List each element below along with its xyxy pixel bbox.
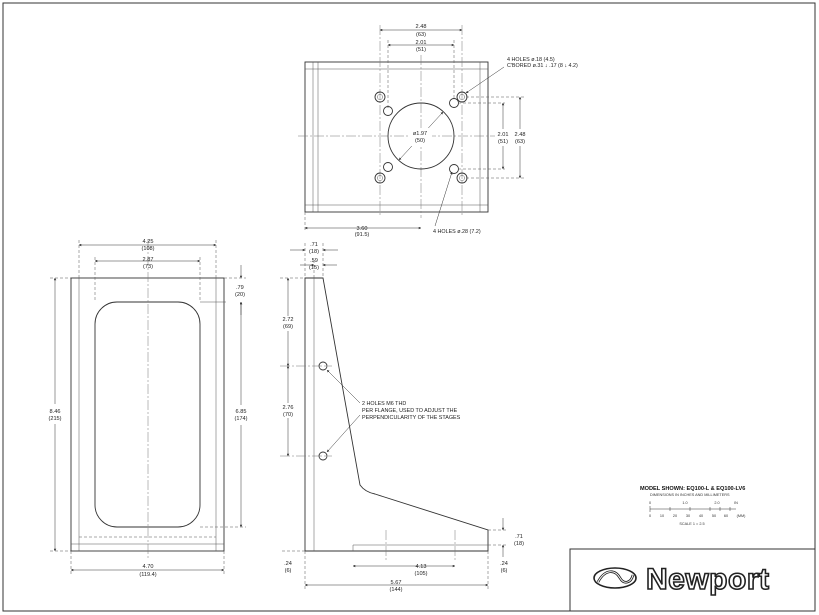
model-subtitle: DIMENSIONS IN INCHES AND MILLIMETERS bbox=[650, 493, 730, 497]
top-v-inner-mm: (51) bbox=[498, 139, 508, 145]
scale-mm-5: 50 bbox=[712, 514, 716, 518]
scale-in-0: 0 bbox=[649, 501, 651, 505]
front-base-width-mm: (119.4) bbox=[139, 572, 156, 578]
front-height-in: 8.46 bbox=[50, 409, 61, 415]
side-hole1-mm: (69) bbox=[283, 324, 293, 330]
top-width-in: 2.48 bbox=[416, 24, 427, 30]
side-slot-mm: (105) bbox=[414, 571, 427, 577]
front-top-margin-in: .79 bbox=[236, 285, 244, 291]
side-foot2-in: .24 bbox=[500, 561, 508, 567]
top-v-inner-in: 2.01 bbox=[498, 132, 509, 138]
flange-dia-label: ø1.97 bbox=[413, 131, 427, 137]
top-v-outer-mm: (63) bbox=[515, 139, 525, 145]
newport-swoosh-icon bbox=[593, 567, 637, 589]
top-offset-in: 3.60 bbox=[357, 226, 368, 232]
m6-note-line3: PERPENDICULARITY OF THE STAGES bbox=[362, 415, 461, 421]
scale-mm-2: 20 bbox=[673, 514, 677, 518]
side-pitch-in: 2.76 bbox=[283, 405, 294, 411]
scale-mm-0: 0 bbox=[649, 514, 651, 518]
scale-ruler bbox=[649, 506, 731, 512]
top-offset-mm: (91.5) bbox=[355, 232, 370, 238]
side-thick-mm: (18) bbox=[309, 249, 319, 255]
scale-mm-6: 60 bbox=[724, 514, 728, 518]
flange-bore bbox=[387, 102, 455, 170]
model-title: MODEL SHOWN: EQ100-L & EQ100-LV6 bbox=[640, 486, 745, 492]
model-block: MODEL SHOWN: EQ100-L & EQ100-LV6 DIMENSI… bbox=[640, 486, 746, 526]
side-depth-in: 5.67 bbox=[391, 580, 402, 586]
side-pitch-mm: (70) bbox=[283, 412, 293, 418]
scale-label: SCALE 1 = 2.5 bbox=[679, 522, 704, 526]
front-base-width-in: 4.70 bbox=[143, 564, 154, 570]
side-hole1-in: 2.72 bbox=[283, 317, 294, 323]
side-depth-mm: (144) bbox=[389, 587, 402, 593]
newport-logo-text: Newport bbox=[646, 563, 770, 596]
side-foot2-mm: (6) bbox=[501, 568, 508, 574]
front-top-width-in: 4.25 bbox=[143, 239, 154, 245]
front-view: 4.25 (108) 2.87 (73) .79 (20) 8.46 (215)… bbox=[46, 239, 250, 578]
front-window bbox=[94, 301, 201, 528]
front-top-width-mm: (108) bbox=[141, 246, 154, 252]
scale-in-1: 1.0 bbox=[682, 501, 687, 505]
top-view: ø1.97 (50) 2.48 (63) 2.01 (51) 2.01 (51)… bbox=[298, 24, 578, 238]
side-foot-in: .24 bbox=[284, 561, 292, 567]
side-foot-mm: (6) bbox=[285, 568, 292, 574]
large-holes-note: 4 HOLES ø.28 (7.2) bbox=[433, 229, 481, 235]
front-window-height-mm: (174) bbox=[234, 416, 247, 422]
title-block: Newport bbox=[569, 548, 816, 612]
side-thick-in: .71 bbox=[310, 242, 318, 248]
side-plate-in: .59 bbox=[310, 258, 318, 264]
top-inner-width-in: 2.01 bbox=[416, 40, 427, 46]
top-width-mm: (63) bbox=[416, 32, 426, 38]
front-inner-width-in: 2.87 bbox=[143, 257, 154, 263]
front-top-margin-mm: (20) bbox=[235, 292, 245, 298]
front-window-height-in: 6.85 bbox=[236, 409, 247, 415]
side-base-thick-in: .71 bbox=[515, 534, 523, 540]
scale-mm-4: 40 bbox=[699, 514, 703, 518]
m6-note-line1: 2 HOLES M6 THD bbox=[362, 401, 406, 407]
scale-mm-3: 30 bbox=[686, 514, 690, 518]
side-slot-in: 4.13 bbox=[416, 564, 427, 570]
scale-mm-7: (MM) bbox=[737, 514, 747, 518]
side-view: .71 (18) .59 (15) 2.72 (69) 2.76 (70) 2 … bbox=[280, 242, 524, 593]
scale-mm-1: 10 bbox=[660, 514, 664, 518]
side-plate-mm: (15) bbox=[309, 265, 319, 271]
flange-dia-mm: (50) bbox=[415, 138, 425, 144]
cbored-note-line1: 4 HOLES ø.18 (4.5) bbox=[507, 57, 555, 63]
side-base-thick-mm: (18) bbox=[514, 541, 524, 547]
cbored-note-line2: C'BORED ø.31 ↓ .17 (8 ↓ 4.2) bbox=[507, 63, 578, 69]
scale-in-3: IN bbox=[734, 501, 738, 505]
scale-in-2: 2.0 bbox=[714, 501, 719, 505]
front-height-mm: (215) bbox=[48, 416, 61, 422]
front-inner-width-mm: (73) bbox=[143, 264, 153, 270]
m6-note-line2: PER FLANGE, USED TO ADJUST THE bbox=[362, 408, 458, 414]
top-inner-width-mm: (51) bbox=[416, 47, 426, 53]
top-v-outer-in: 2.48 bbox=[515, 132, 526, 138]
